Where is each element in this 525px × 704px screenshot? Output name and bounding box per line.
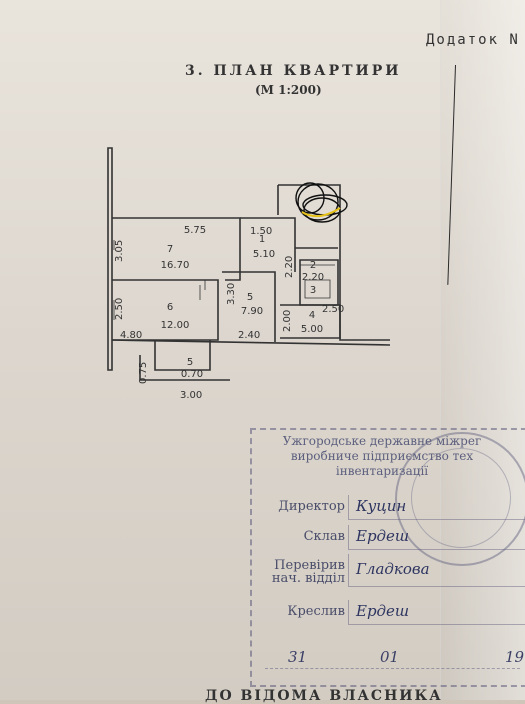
stamp-label-drawn: Креслив [287, 604, 345, 619]
stamp-cell-checked [348, 554, 525, 587]
date-month: 01 [380, 648, 400, 666]
room-2-number: 2 [310, 260, 316, 271]
stamp-organization: Ужгородське державне міжрег виробниче пі… [252, 434, 512, 479]
room5-outline [222, 271, 276, 342]
balcony-outline [154, 340, 211, 371]
stamp-row-checked: Перевірив нач. відділ Гладкова [256, 554, 525, 588]
stamp-org-line3: інвентаризації [335, 464, 429, 478]
addendum-label: Додаток N [426, 32, 520, 48]
scale-label: (М 1:200) [255, 83, 322, 97]
date-line [265, 650, 520, 669]
dim-305: 3.05 [114, 240, 125, 262]
stamp-label-compiled: Склав [303, 529, 345, 544]
stamp-org-line2: виробниче підприємство тех [290, 449, 474, 463]
stamp-row-director: Директор Куцин [256, 495, 525, 521]
dim-220: 2.20 [284, 256, 295, 278]
dim-250-right: 2.50 [322, 304, 344, 315]
wall-lines [107, 147, 391, 381]
room-6-number: 6 [167, 302, 173, 313]
room-4-number: 4 [309, 310, 315, 321]
dim-480: 4.80 [120, 330, 142, 341]
date-year: 19 [505, 648, 525, 666]
page-title: 3. ПЛАН КВАРТИРИ [185, 63, 402, 79]
balcony-area: 0.70 [181, 369, 203, 380]
dim-575: 5.75 [184, 225, 206, 236]
room4-outline [280, 304, 341, 339]
room-7-number: 7 [167, 244, 173, 255]
dim-330: 3.30 [226, 283, 237, 305]
stamp-row-compiled: Склав Ердеш [256, 525, 525, 551]
room-5-area: 7.90 [241, 306, 263, 317]
stamp-org-line1: Ужгородське державне міжрег [282, 434, 482, 448]
room-7-area: 16.70 [161, 260, 190, 271]
bathtub [304, 279, 331, 299]
room-6-area: 12.00 [161, 320, 190, 331]
balcony-number: 5 [187, 357, 193, 368]
stamp-cell-drawn [348, 600, 525, 625]
room-1-number: 1 [259, 234, 265, 245]
signature-checked: Гладкова [356, 560, 430, 578]
floor-plan-drawing: 7 16.70 6 12.00 5 7.90 1 5.10 2 2.20 3 4… [107, 147, 391, 401]
dim-075: 0.75 [138, 362, 149, 384]
approval-stamp: Ужгородське державне міжрег виробниче пі… [250, 428, 525, 687]
round-seal [395, 432, 525, 566]
dim-250-left: 2.50 [114, 298, 125, 320]
signature-drawn: Ердеш [356, 602, 410, 620]
footer-heading: ДО ВІДОМА ВЛАСНИКА [205, 688, 443, 704]
bottom-wall [111, 339, 391, 346]
stamp-label-checked: Перевірив нач. відділ [271, 558, 345, 586]
dim-240: 2.40 [238, 330, 260, 341]
room-5-number: 5 [247, 292, 253, 303]
room-3-number: 3 [310, 285, 316, 296]
room1-outline [240, 217, 296, 272]
stamp-row-drawn: Креслив Ердеш [256, 600, 525, 626]
room6-outline [112, 279, 219, 341]
room-2-area: 2.20 [302, 272, 324, 283]
balcony-dim [139, 355, 230, 381]
room7-outline [112, 217, 241, 281]
left-wall [107, 147, 113, 371]
stamp-label-director: Директор [278, 499, 345, 514]
dim-150: 1.50 [250, 226, 272, 237]
room-4-area: 5.00 [301, 324, 323, 335]
stamp-cell-compiled [348, 525, 525, 550]
dim-200: 2.00 [282, 310, 293, 332]
room-1-area: 5.10 [253, 249, 275, 260]
date-day: 31 [288, 648, 308, 666]
right-outline [278, 184, 390, 341]
stamp-cell-director [348, 495, 525, 520]
floor-plan: 7 16.70 6 12.00 5 7.90 1 5.10 2 2.20 3 4… [100, 140, 400, 410]
scribble-highlight [301, 207, 341, 218]
signature-compiled: Ердеш [356, 527, 410, 545]
signature-director: Куцин [356, 497, 407, 515]
dim-300: 3.00 [180, 390, 202, 401]
